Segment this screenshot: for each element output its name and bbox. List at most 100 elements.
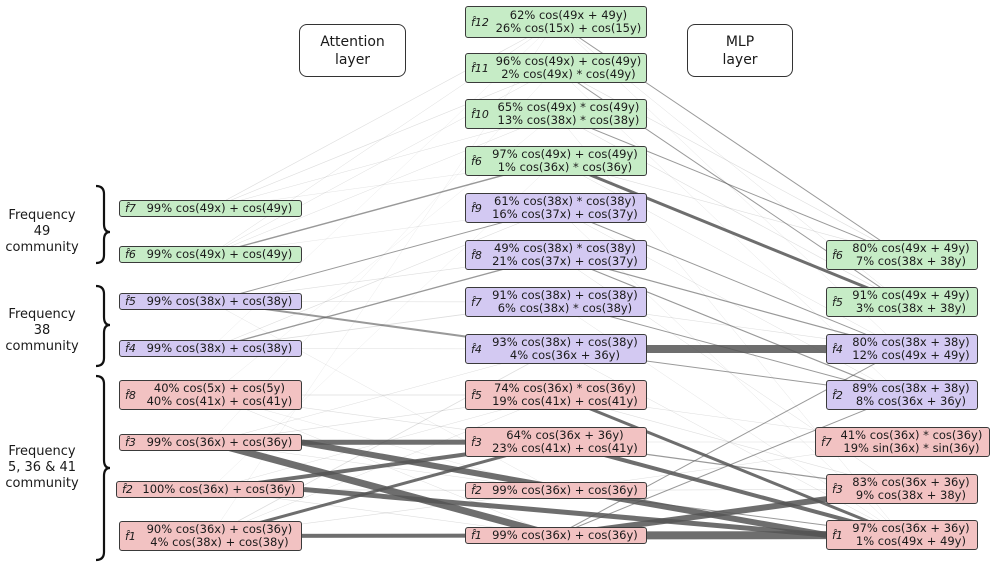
feature-symbol: f̂5 [125, 295, 136, 308]
edge-l4-m9 [210, 207, 557, 349]
feature-line: 4% cos(38x) + cos(38y) [150, 535, 289, 549]
feature-symbol: f̂1 [125, 529, 136, 543]
feature-line: 62% cos(49x + 49y) [509, 8, 628, 22]
feature-symbol: f̂3 [471, 435, 482, 449]
edge-l1-m5 [210, 394, 557, 537]
edge-m5-r3 [555, 394, 903, 490]
feature-line: 40% cos(5x) + cos(5y) [153, 381, 285, 395]
feature-line: 99% cos(49x) + cos(49y) [146, 201, 293, 215]
feature-line: 8% cos(36x + 36y) [855, 394, 966, 408]
edge-m6-r5 [555, 159, 903, 304]
edge-l2-r1 [303, 487, 827, 538]
feature-description: 64% cos(36x + 36y)23% cos(41x) + cos(41y… [488, 429, 646, 455]
edge-l8-m2 [210, 394, 557, 491]
edge-l5-m9 [210, 207, 557, 302]
edge-l8-m1 [210, 394, 557, 536]
feature-symbol: f̂1 [832, 528, 843, 542]
edge-l2-m5 [209, 394, 557, 490]
feature-symbol: f̂7 [471, 295, 482, 309]
edge-m6-r6 [555, 160, 903, 256]
feature-symbol: f̂6 [832, 248, 843, 262]
feature-symbol: f̂12 [471, 15, 489, 29]
feature-description: 89% cos(38x + 38y)8% cos(36x + 36y) [849, 382, 977, 408]
feature-line: 89% cos(38x + 38y) [852, 381, 970, 395]
feature-line: 21% cos(37x) + cos(37y) [492, 254, 638, 268]
feature-line: 80% cos(49x + 49y) [852, 241, 970, 255]
edge-l7-m11 [210, 67, 557, 209]
feature-line: 7% cos(38x + 38y) [855, 254, 966, 268]
feature-description: 83% cos(36x + 36y)9% cos(38x + 38y) [849, 476, 977, 502]
feature-symbol: f̂1 [471, 529, 482, 542]
feature-line: 1% cos(49x + 49y) [855, 534, 966, 548]
feature-line: 1% cos(36x) * cos(36y) [497, 160, 633, 174]
feature-node-m6: f̂6 97% cos(49x) + cos(49y)1% cos(36x) * … [465, 146, 647, 176]
feature-line: 41% cos(36x) * cos(36y) [840, 428, 983, 442]
feature-node-l7: f̂7 99% cos(49x) + cos(49y) [119, 200, 302, 217]
feature-description: 99% cos(36x) + cos(36y) [488, 529, 646, 542]
feature-symbol: f̂2 [122, 483, 133, 496]
feature-symbol: f̂4 [125, 342, 136, 355]
feature-line: 12% cos(49x + 49y) [852, 348, 970, 362]
feature-line: 16% cos(37x) + cos(37y) [492, 207, 638, 221]
feature-line: 74% cos(36x) * cos(36y) [494, 381, 636, 395]
feature-line: 91% cos(49x + 49y) [852, 288, 970, 302]
feature-line: 23% cos(41x) + cos(41y) [492, 441, 638, 455]
feature-line: 99% cos(38x) + cos(38y) [146, 341, 293, 355]
edge-l7-m10 [210, 113, 557, 209]
feature-line: 90% cos(36x) + cos(36y) [146, 522, 293, 536]
feature-line: 19% cos(41x) + cos(41y) [492, 394, 638, 408]
feature-description: 100% cos(36x) + cos(36y) [139, 483, 303, 496]
feature-node-r4: f̂4 80% cos(38x + 38y)12% cos(49x + 49y) [826, 334, 978, 364]
feature-line: 19% sin(36x) * sin(36y) [843, 441, 980, 455]
feature-line: 13% cos(38x) * cos(38y) [497, 113, 640, 127]
edge-m10-r5 [555, 113, 903, 303]
feature-description: 97% cos(36x + 36y)1% cos(49x + 49y) [849, 522, 977, 548]
edge-m9-r4 [555, 207, 903, 350]
feature-symbol: f̂6 [471, 154, 482, 168]
feature-line: 97% cos(49x) + cos(49y) [492, 147, 638, 161]
feature-line: 6% cos(38x) * cos(38y) [497, 301, 633, 315]
feature-line: 61% cos(38x) * cos(38y) [494, 194, 636, 208]
feature-line: 2% cos(49x) * cos(49y) [501, 67, 636, 81]
feature-node-l4: f̂4 99% cos(38x) + cos(38y) [119, 340, 302, 357]
feature-symbol: f̂7 [125, 202, 136, 215]
feature-description: 93% cos(38x) + cos(38y)4% cos(36x + 36y) [488, 336, 646, 362]
feature-line: 49% cos(38x) * cos(38y) [494, 241, 636, 255]
feature-symbol: f̂4 [832, 342, 843, 356]
feature-line: 99% cos(36x) + cos(36y) [146, 435, 293, 449]
feature-line: 4% cos(36x + 36y) [509, 348, 620, 362]
feature-line: 99% cos(36x) + cos(36y) [492, 528, 638, 542]
edge-l5-m2 [210, 301, 557, 491]
feature-symbol: f̂2 [471, 484, 482, 497]
feature-description: 49% cos(38x) * cos(38y)21% cos(37x) + co… [488, 242, 646, 268]
feature-node-m1: f̂1 99% cos(36x) + cos(36y) [465, 527, 647, 544]
edge-l3-m4 [210, 348, 557, 443]
feature-description: 61% cos(38x) * cos(38y)16% cos(37x) + co… [488, 195, 646, 221]
feature-description: 90% cos(36x) + cos(36y)4% cos(38x) + cos… [142, 523, 301, 549]
feature-description: 40% cos(5x) + cos(5y)40% cos(41x) + cos(… [142, 382, 301, 408]
feature-description: 80% cos(38x + 38y)12% cos(49x + 49y) [849, 336, 977, 362]
feature-line: 80% cos(38x + 38y) [852, 335, 970, 349]
feature-description: 91% cos(49x + 49y)3% cos(38x + 38y) [849, 289, 977, 315]
edge-l1-m3 [210, 440, 557, 538]
feature-description: 41% cos(36x) * cos(36y)19% sin(36x) * si… [838, 429, 989, 455]
feature-node-l2: f̂2 100% cos(36x) + cos(36y) [116, 481, 304, 498]
feature-line: 64% cos(36x + 36y) [506, 428, 624, 442]
edge-m10-r1 [555, 113, 903, 536]
